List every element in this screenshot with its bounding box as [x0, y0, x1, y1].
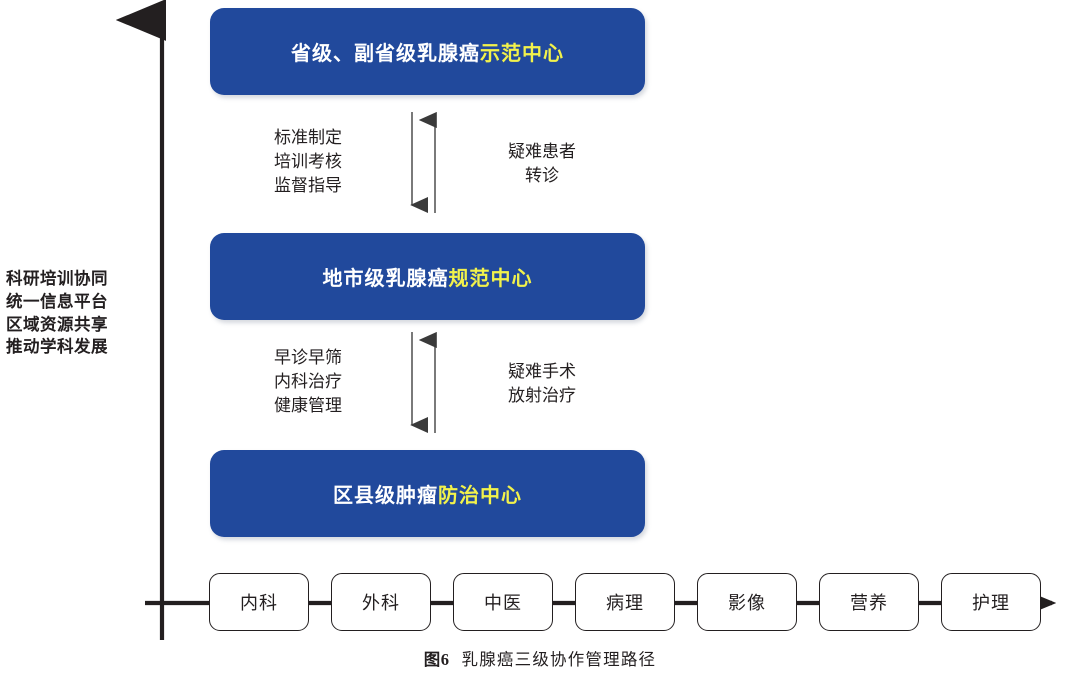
department-label: 中医 — [484, 593, 522, 613]
department-box-internal-medicine[interactable]: 内科 — [209, 573, 309, 631]
level-box-provincial[interactable]: 省级、副省级乳腺癌示范中心 — [210, 8, 645, 95]
side-label: 科研培训协同 统一信息平台 区域资源共享 推动学科发展 — [6, 268, 146, 359]
connector-line — [919, 600, 941, 604]
level-box-city-text: 地市级乳腺癌规范中心 — [323, 262, 533, 291]
level-box-county[interactable]: 区县级肿瘤防治中心 — [210, 450, 645, 537]
side-label-line-4: 推动学科发展 — [6, 337, 108, 357]
connector-line — [309, 600, 331, 604]
department-box-pathology[interactable]: 病理 — [575, 573, 675, 631]
department-box-imaging[interactable]: 影像 — [697, 573, 797, 631]
department-label: 护理 — [972, 593, 1010, 613]
connector-line — [431, 600, 453, 604]
department-label: 营养 — [850, 593, 888, 613]
level-box-city-text-highlight: 规范中心 — [448, 268, 533, 290]
side-label-line-1: 科研培训协同 — [6, 269, 108, 288]
department-label: 病理 — [606, 593, 644, 613]
figure-caption-number: 图6 — [423, 650, 450, 669]
level-box-provincial-text: 省级、副省级乳腺癌示范中心 — [291, 37, 564, 66]
flow-arrows-provincial-to-city — [400, 110, 450, 215]
department-label: 影像 — [728, 593, 766, 613]
level-box-county-text: 区县级肿瘤防治中心 — [333, 479, 522, 508]
flow-label-down-provincial-to-city: 标准制定 培训考核 监督指导 — [274, 128, 342, 196]
connector-line — [797, 600, 819, 604]
department-box-nutrition[interactable]: 营养 — [819, 573, 919, 631]
department-label: 外科 — [362, 593, 400, 613]
flow-label-down-city-to-county: 早诊早筛 内科治疗 健康管理 — [274, 348, 342, 416]
side-label-line-2: 统一信息平台 — [6, 291, 108, 311]
level-box-city-text-main: 地市级乳腺癌 — [322, 268, 449, 290]
level-box-provincial-text-highlight: 示范中心 — [480, 43, 564, 65]
department-box-surgery[interactable]: 外科 — [331, 573, 431, 631]
department-box-nursing[interactable]: 护理 — [941, 573, 1041, 631]
flow-label-up-city-to-provincial: 疑难患者 转诊 — [508, 142, 576, 186]
flow-arrows-city-to-county — [400, 330, 450, 435]
side-label-line-3: 区域资源共享 — [6, 314, 108, 334]
department-label: 内科 — [240, 593, 278, 613]
department-box-tcm[interactable]: 中医 — [453, 573, 553, 631]
level-box-county-text-main: 区县级肿瘤 — [333, 485, 438, 507]
connector-line — [675, 600, 697, 604]
level-box-provincial-text-main: 省级、副省级乳腺癌 — [291, 43, 480, 65]
flow-label-up-county-to-city: 疑难手术 放射治疗 — [508, 362, 576, 406]
level-box-county-text-highlight: 防治中心 — [438, 485, 522, 507]
figure-caption: 图6 乳腺癌三级协作管理路径 — [0, 646, 1080, 670]
figure-caption-text: 乳腺癌三级协作管理路径 — [461, 650, 657, 669]
department-chain: 内科 外科 中医 病理 影像 营养 护理 — [209, 573, 1041, 631]
connector-line — [553, 600, 575, 604]
level-box-city[interactable]: 地市级乳腺癌规范中心 — [210, 233, 645, 320]
